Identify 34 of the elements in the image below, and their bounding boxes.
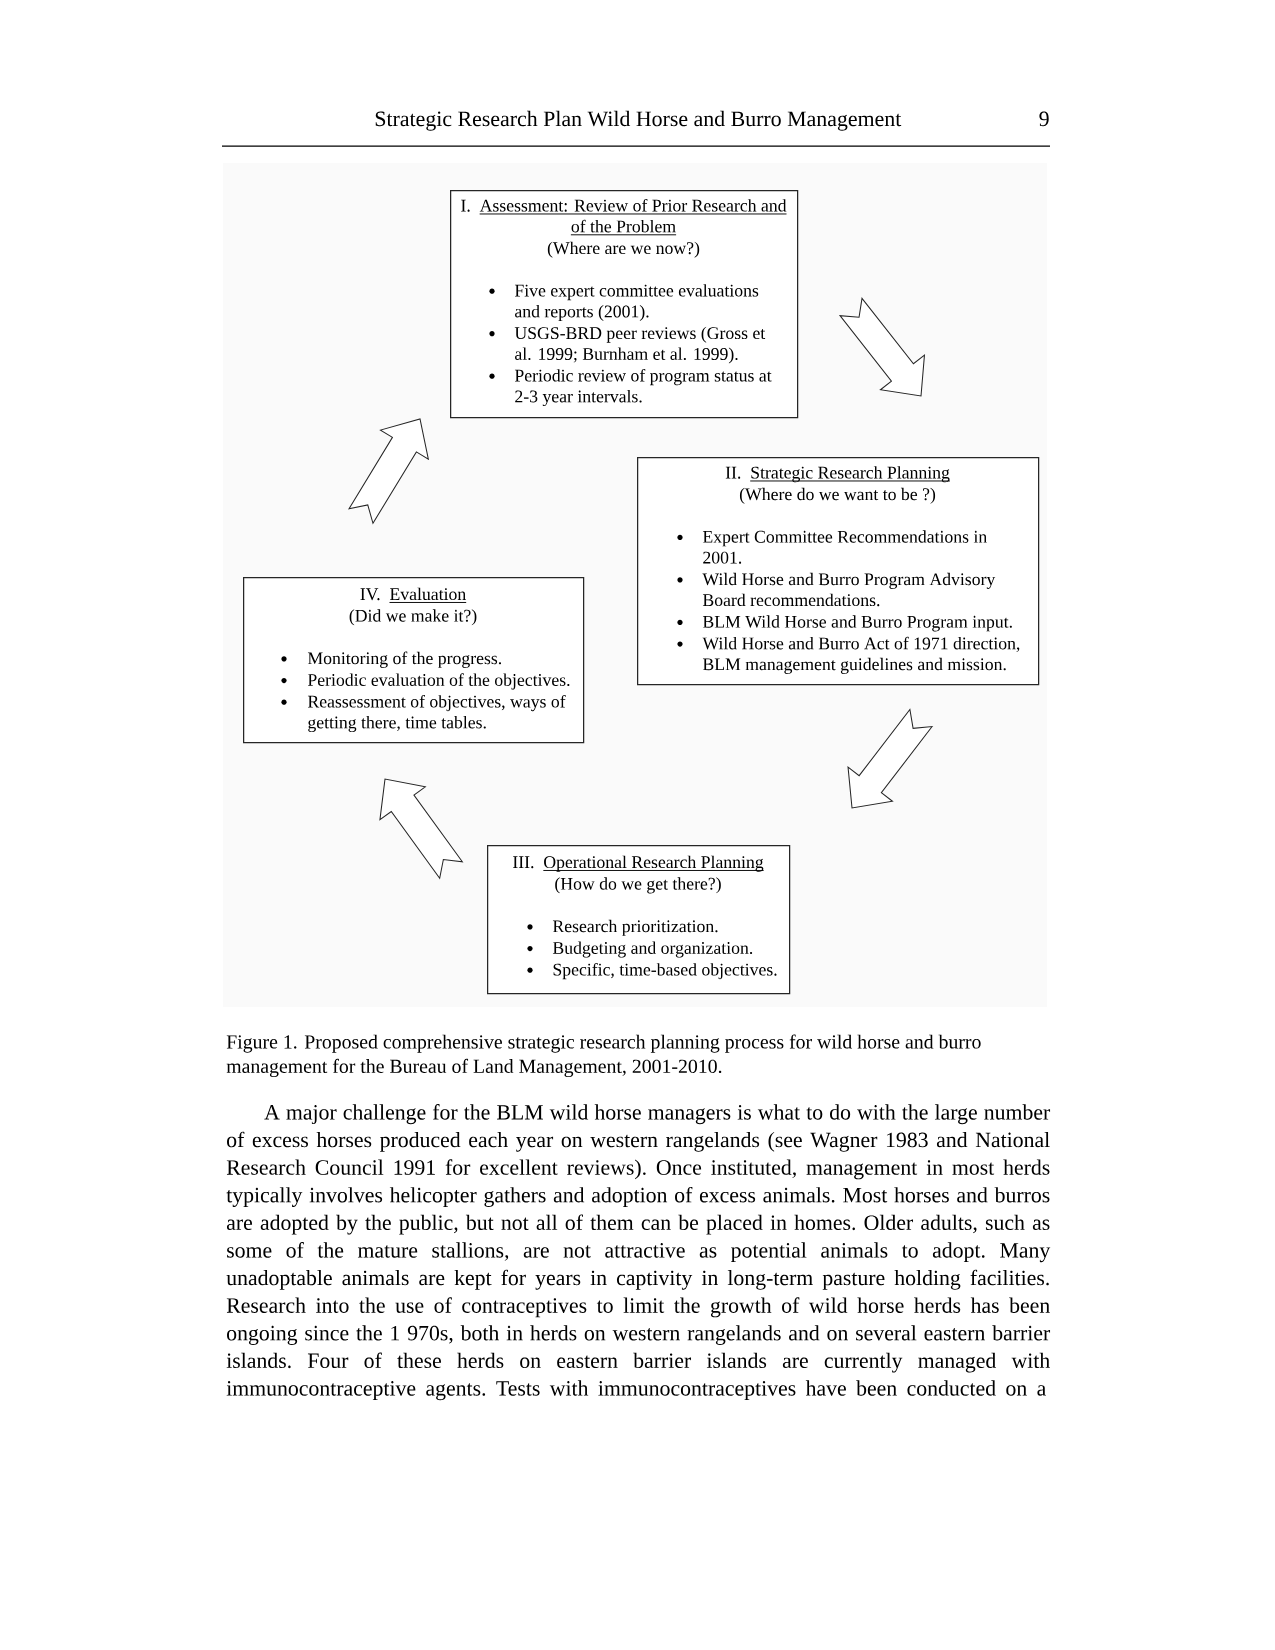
guiding-question: (How do we get there?) bbox=[555, 877, 721, 894]
stage-title: Evaluation bbox=[389, 587, 467, 603]
block-arrow bbox=[838, 297, 926, 397]
guiding-question: (Where do we want to be ?) bbox=[739, 487, 936, 504]
page-number: 9 bbox=[1039, 111, 1049, 127]
stage-box bbox=[243, 577, 585, 744]
bullet-item: Wild Horse and Burro Program Advisory Board recommendations. bbox=[702, 572, 996, 607]
bullet-item: Monitoring of the progress. bbox=[307, 651, 502, 668]
bullet-item: Research prioritization. bbox=[552, 919, 718, 936]
stage-box bbox=[450, 190, 799, 419]
stage-number: IV. bbox=[360, 588, 380, 601]
body-paragraph: A major challenge for the BLM wild horse managers is what to do with the large number of excess horses produced each year on western rangelands (see Wagner 1983 and National Research Council 1991 for excellent reviews). Once instituted, management in most herds typically involves helicopter gathers and adoption of excess animals. Most horses and burros are adopted by the public, but not all of them can be placed in homes. Older adults, such as some of the mature stallions, are not attractive as potential animals to adopt. Many unadoptable animals are kept for years in captivity in long-term pasture holding facilities. Research into the use of contraceptives to limit the growth of wild horse herds has been ongoing since the 1 970s, both in herds on western rangelands and on several eastern barrier islands. Four of these herds on eastern barrier islands are currently managed with immunocontraceptive agents. Tests with immunocontraceptives have been conducted on a bbox=[226, 1104, 1051, 1401]
bullet-item: Periodic review of program status at 2-3 year intervals. bbox=[514, 368, 772, 407]
stage-box bbox=[637, 457, 1040, 686]
figure-caption: Figure 1. Proposed comprehensive strategic research planning process for wild horse and burro management for the Bureau of Land Management, 2001-2010. bbox=[226, 1034, 981, 1078]
bullet-item: Reassessment of objectives, ways of getting there, time tables. bbox=[307, 694, 566, 733]
bullet-item: Budgeting and organization. bbox=[552, 941, 753, 958]
stage-number: I. bbox=[461, 199, 470, 212]
bullet-item: Specific, time-based objectives. bbox=[553, 962, 777, 980]
bullet-item: Wild Horse and Burro Act of 1971 direction, BLM management guidelines and mission. bbox=[702, 636, 1020, 674]
guiding-question: (Where are we now?) bbox=[547, 241, 700, 258]
stage-number: II. bbox=[725, 466, 741, 479]
bullet-item: Periodic evaluation of the objectives. bbox=[307, 673, 570, 690]
stage-title: Operational Research Planning bbox=[542, 855, 765, 872]
guiding-question: (Did we make it?) bbox=[349, 609, 477, 626]
bullet-item: Expert Committee Recommendations in 2001. bbox=[702, 530, 987, 564]
stage-number: III. bbox=[513, 856, 534, 869]
running-header: Strategic Research Plan Wild Horse and Burro Management bbox=[375, 110, 902, 131]
bullet-item: Five expert committee evaluations and reports (2001). bbox=[514, 284, 759, 321]
bullet-item: BLM Wild Horse and Burro Program input. bbox=[702, 615, 1012, 632]
stage-title: Strategic Research Planning bbox=[749, 466, 951, 483]
stage-box bbox=[487, 845, 791, 995]
stage-title: Assessment: Review of Prior Research and of the Problem bbox=[479, 198, 787, 236]
bullet-item: USGS-BRD peer reviews (Gross et al. 1999; Burnham et al. 1999). bbox=[514, 326, 766, 364]
